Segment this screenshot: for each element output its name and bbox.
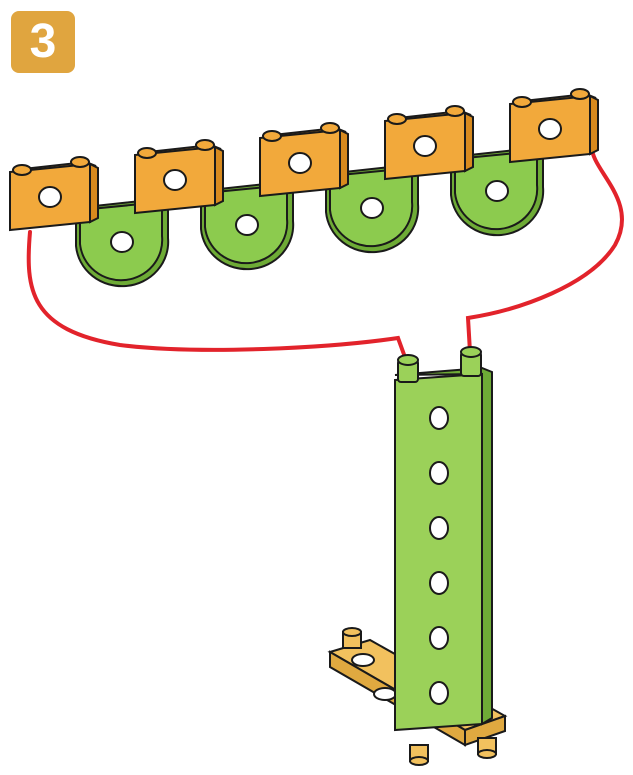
connector-side (215, 147, 223, 205)
connector-side (465, 113, 473, 171)
connector-hole (539, 119, 561, 139)
orange-connector (510, 89, 598, 162)
connector-tube (571, 89, 589, 99)
post-hole (430, 627, 448, 649)
connector-hole (39, 187, 61, 207)
vertical-post (395, 347, 492, 730)
bracket-hole (486, 181, 508, 201)
connector-tube (196, 140, 214, 150)
bracket-hole (236, 215, 258, 235)
base-peg (410, 745, 428, 765)
connector-hole (164, 170, 186, 190)
connector-tube (71, 157, 89, 167)
connector-side (340, 130, 348, 188)
post-hole (430, 407, 448, 429)
connector-tube (263, 131, 281, 141)
post-hole (430, 517, 448, 539)
post-hole (430, 682, 448, 704)
bracket-hole (111, 232, 133, 252)
connector-side (90, 164, 98, 222)
connector-side (590, 96, 598, 154)
connector-tube (446, 106, 464, 116)
orange-connector (385, 106, 473, 179)
connector-tube (321, 123, 339, 133)
orange-connector (10, 157, 98, 230)
post-hole (430, 462, 448, 484)
base-hole (374, 688, 396, 700)
post-peg-right-top (461, 347, 481, 357)
base-hole (352, 654, 374, 666)
base-peg (343, 628, 361, 648)
connector-hole (414, 136, 436, 156)
orange-connector (135, 140, 223, 213)
connector-tube (388, 114, 406, 124)
connector-tube (138, 148, 156, 158)
bracket-hole (361, 198, 383, 218)
connector-tube (13, 165, 31, 175)
orange-connector (260, 123, 348, 196)
connector-tube (513, 97, 531, 107)
post-peg-left-top (398, 355, 418, 365)
base-peg (478, 738, 496, 758)
connector-hole (289, 153, 311, 173)
post-hole (430, 572, 448, 594)
